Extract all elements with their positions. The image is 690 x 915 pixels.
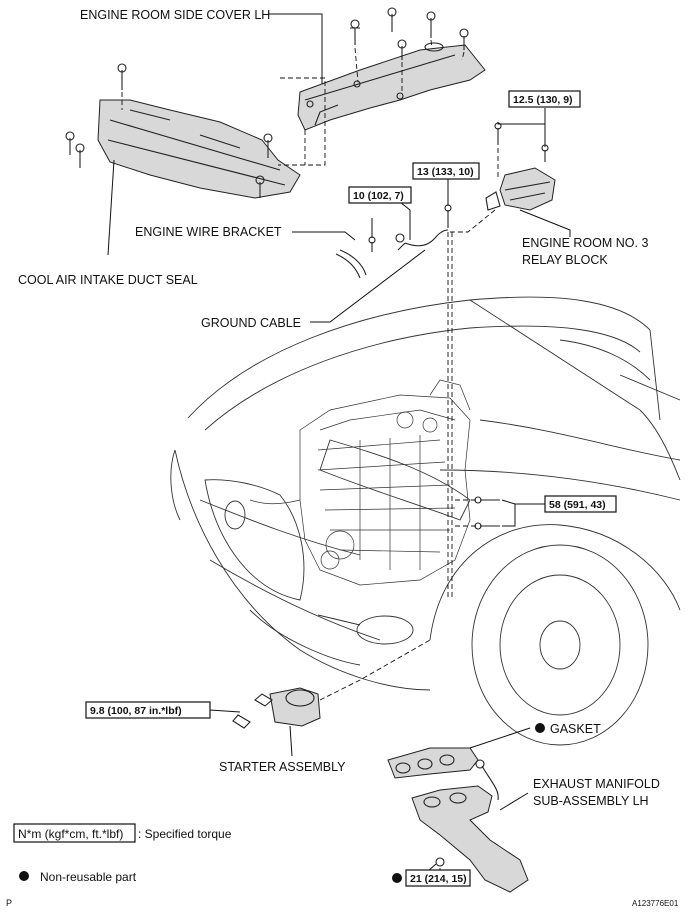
label-ground-cable: GROUND CABLE bbox=[201, 316, 301, 330]
nonreusable-dot-icon bbox=[535, 723, 545, 733]
exhaust-manifold-part bbox=[387, 747, 529, 893]
leader-lines bbox=[107, 13, 571, 879]
label-engine-room-side-cover: ENGINE ROOM SIDE COVER LH bbox=[80, 8, 270, 22]
torque-engine-bolts: 58 (591, 43) bbox=[549, 499, 606, 511]
engine-mount-bolts bbox=[455, 496, 500, 530]
torque-box-exhaust bbox=[405, 869, 471, 887]
ground-cable-part bbox=[335, 204, 453, 600]
cool-air-intake-duct-seal-part bbox=[65, 63, 326, 199]
torque-box-starter bbox=[85, 701, 211, 719]
torque-box-relay-block bbox=[508, 90, 581, 108]
torque-wire-bracket: 10 (102, 7) bbox=[353, 190, 404, 202]
legend-nonreusable-desc: Non-reusable part bbox=[40, 870, 137, 884]
relay-block-part bbox=[450, 122, 556, 233]
label-starter-assembly: STARTER ASSEMBLY bbox=[219, 760, 346, 774]
label-exhaust-manifold-line1: EXHAUST MANIFOLD bbox=[533, 777, 660, 791]
vehicle-front-illustration bbox=[170, 296, 681, 746]
label-gasket: GASKET bbox=[550, 722, 601, 736]
starter-assembly-part bbox=[232, 639, 431, 729]
nonreusable-dot-icon bbox=[392, 873, 402, 883]
label-engine-wire-bracket: ENGINE WIRE BRACKET bbox=[135, 225, 282, 239]
engine-room-side-cover-part bbox=[297, 7, 486, 165]
label-relay-block-line1: ENGINE ROOM NO. 3 bbox=[522, 236, 648, 250]
torque-exhaust-nut: 21 (214, 15) bbox=[410, 873, 467, 885]
torque-box-wire-bracket bbox=[348, 186, 412, 204]
torque-ground-cable: 13 (133, 10) bbox=[417, 166, 474, 178]
legend-torque-desc: : Specified torque bbox=[138, 827, 232, 841]
engine-assembly-illustration bbox=[249, 379, 471, 586]
legend-nonreusable-dot-icon bbox=[19, 871, 29, 881]
figure-id: A123776E01 bbox=[632, 899, 679, 908]
torque-box-ground-cable bbox=[412, 162, 480, 180]
corner-mark: P bbox=[6, 898, 12, 908]
label-exhaust-manifold-line2: SUB-ASSEMBLY LH bbox=[533, 794, 649, 808]
torque-starter: 9.8 (100, 87 in.*lbf) bbox=[90, 705, 182, 717]
label-relay-block-line2: RELAY BLOCK bbox=[522, 253, 608, 267]
legend-torque-unit-box bbox=[13, 823, 136, 843]
torque-relay-block: 12.5 (130, 9) bbox=[513, 94, 573, 106]
legend-torque-unit: N*m (kgf*cm, ft.*lbf) bbox=[18, 827, 123, 841]
label-cool-air-intake-duct-seal: COOL AIR INTAKE DUCT SEAL bbox=[18, 273, 198, 287]
